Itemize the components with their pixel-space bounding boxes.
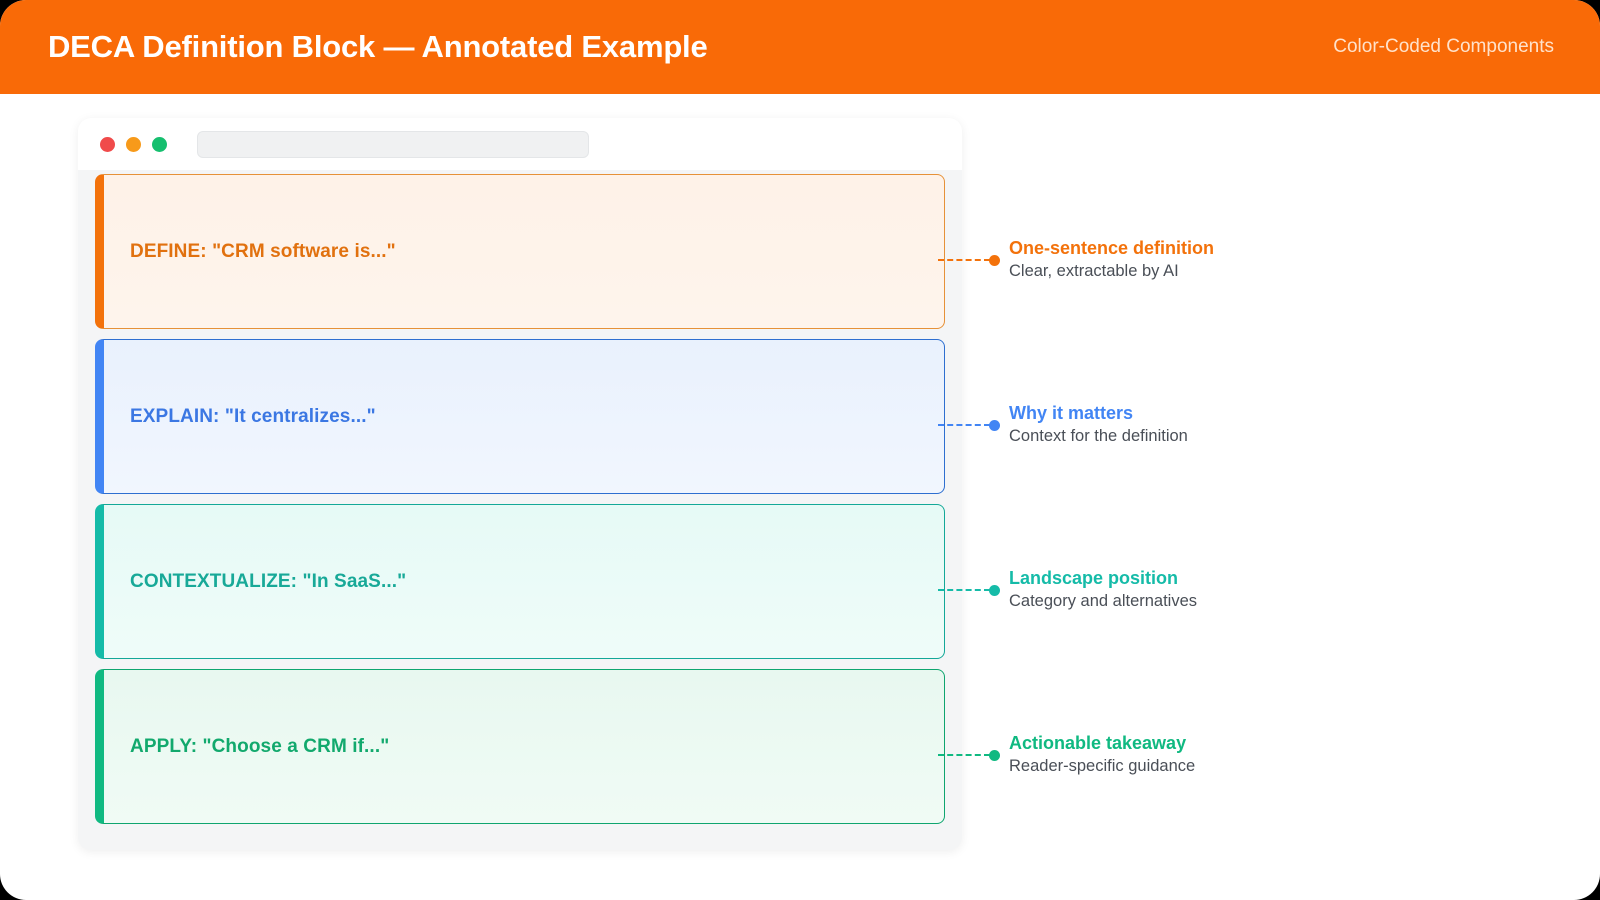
- annotation-define-title: One-sentence definition: [1009, 238, 1215, 258]
- connector-dot-apply: [989, 749, 1000, 761]
- minimize-dot-icon[interactable]: [126, 136, 141, 152]
- deca-card-stack: DEFINE: "CRM software is..." EXPLAIN: "I…: [95, 174, 945, 834]
- annotation-explain: Why it matters Context for the definitio…: [938, 401, 1188, 449]
- connector-dot-contextualize: [989, 584, 1000, 596]
- header-subtitle: Color-Coded Components: [1333, 36, 1554, 57]
- connector-line-explain: [938, 424, 990, 427]
- annotation-apply: Actionable takeaway Reader-specific guid…: [938, 731, 1195, 779]
- close-dot-icon[interactable]: [100, 136, 115, 152]
- traffic-light-dots: [100, 136, 167, 152]
- deca-card-contextualize[interactable]: CONTEXTUALIZE: "In SaaS...": [95, 504, 945, 659]
- annotation-explain-subtitle: Context for the definition: [1009, 427, 1188, 446]
- page-header: DECA Definition Block — Annotated Exampl…: [0, 0, 1600, 94]
- deca-card-apply[interactable]: APPLY: "Choose a CRM if...": [95, 669, 945, 824]
- annotation-contextualize-title: Landscape position: [1009, 568, 1179, 588]
- maximize-dot-icon[interactable]: [152, 136, 167, 152]
- connector-dot-explain: [989, 419, 1000, 431]
- annotation-define-subtitle: Clear, extractable by AI: [1009, 262, 1179, 281]
- page-title: DECA Definition Block — Annotated Exampl…: [48, 29, 708, 64]
- deca-card-define-label: DEFINE: "CRM software is...": [130, 240, 396, 262]
- annotation-apply-subtitle: Reader-specific guidance: [1009, 757, 1196, 776]
- annotation-apply-text: Actionable takeaway Reader-specific guid…: [1009, 731, 1195, 779]
- browser-window-mock: DEFINE: "CRM software is..." EXPLAIN: "I…: [78, 118, 962, 850]
- connector-line-define: [938, 259, 990, 262]
- annotation-explain-title: Why it matters: [1009, 403, 1134, 423]
- deca-card-define[interactable]: DEFINE: "CRM software is...": [95, 174, 945, 329]
- deca-card-apply-label: APPLY: "Choose a CRM if...": [130, 735, 390, 757]
- connector-line-contextualize: [938, 589, 990, 592]
- annotation-contextualize-text: Landscape position Category and alternat…: [1009, 566, 1197, 614]
- browser-titlebar: [78, 118, 962, 170]
- annotation-define-text: One-sentence definition Clear, extractab…: [1009, 236, 1214, 284]
- connector-dot-define: [989, 254, 1000, 266]
- annotation-explain-text: Why it matters Context for the definitio…: [1009, 401, 1188, 449]
- annotation-define: One-sentence definition Clear, extractab…: [938, 236, 1214, 284]
- annotation-contextualize-subtitle: Category and alternatives: [1009, 592, 1198, 611]
- deca-card-contextualize-label: CONTEXTUALIZE: "In SaaS...": [130, 570, 407, 592]
- annotation-apply-title: Actionable takeaway: [1009, 733, 1187, 753]
- connector-line-apply: [938, 754, 990, 757]
- url-bar-input[interactable]: [197, 130, 589, 158]
- annotation-contextualize: Landscape position Category and alternat…: [938, 566, 1197, 614]
- deca-card-explain[interactable]: EXPLAIN: "It centralizes...": [95, 339, 945, 494]
- deca-card-explain-label: EXPLAIN: "It centralizes...": [130, 405, 376, 427]
